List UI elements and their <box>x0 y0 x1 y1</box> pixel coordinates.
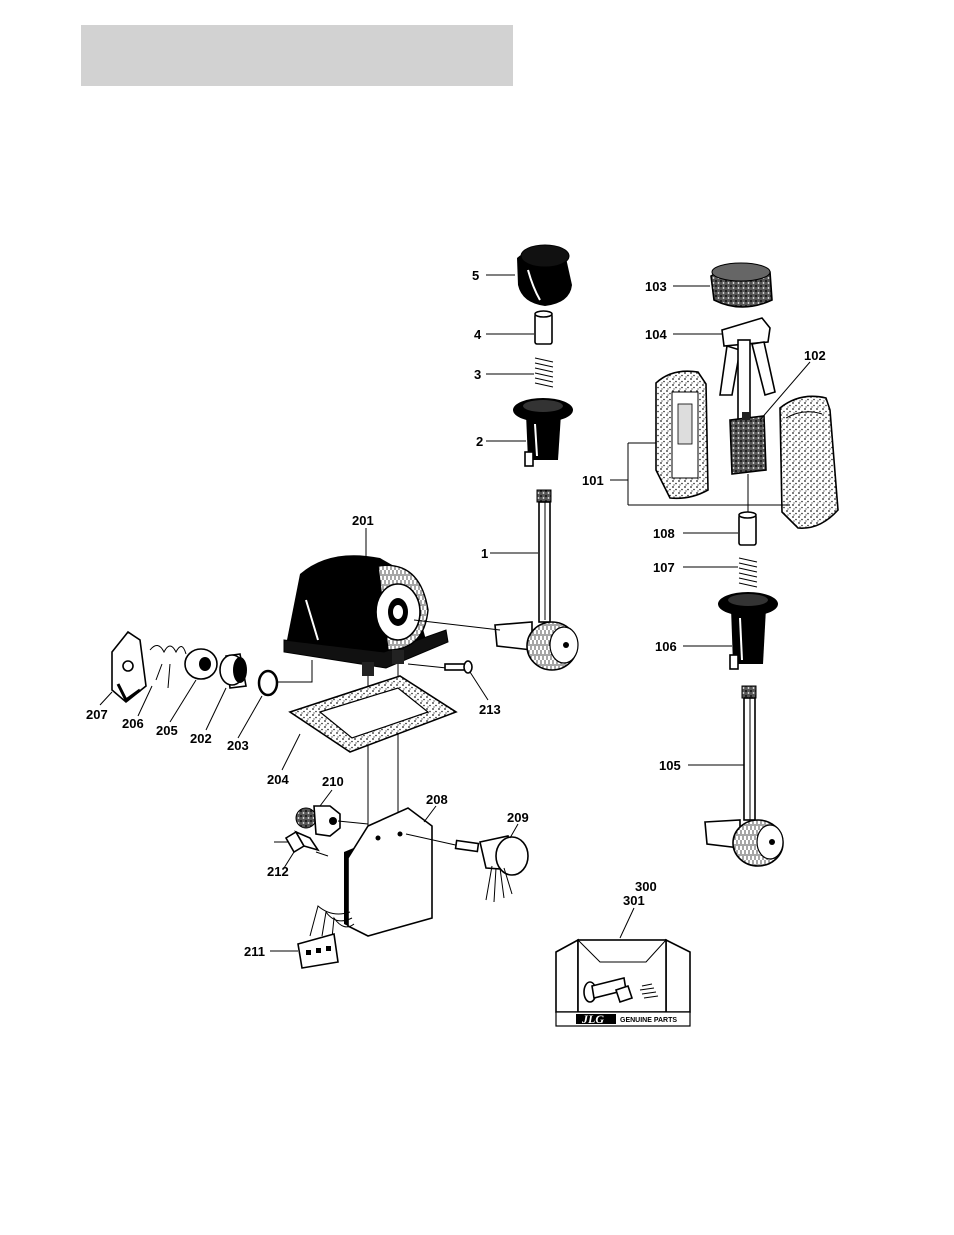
label-part-106: 106 <box>655 639 677 654</box>
cap-part-103 <box>711 263 772 307</box>
label-part-301: 301 <box>623 893 645 908</box>
label-part-209: 209 <box>507 810 529 825</box>
label-part-107: 107 <box>653 560 675 575</box>
label-part-3: 3 <box>474 367 481 382</box>
label-part-201: 201 <box>352 513 374 528</box>
clip-part-212 <box>274 832 328 856</box>
spring-part-3 <box>535 356 553 388</box>
gasket-part-204 <box>290 676 456 752</box>
label-part-101: 101 <box>582 473 604 488</box>
label-part-203: 203 <box>227 738 249 753</box>
label-part-1: 1 <box>481 546 488 561</box>
label-part-300: 300 <box>635 879 657 894</box>
handle-left-half-part-101 <box>656 371 708 498</box>
collar-part-106 <box>718 592 778 669</box>
label-part-205: 205 <box>156 723 178 738</box>
label-part-211: 211 <box>244 944 265 959</box>
knob-part-5 <box>517 245 572 306</box>
handle-shaft-part-105 <box>705 686 783 866</box>
detent-plate-part-207 <box>112 632 146 702</box>
label-part-4: 4 <box>474 327 482 342</box>
o-ring-part-203 <box>259 671 277 695</box>
label-part-105: 105 <box>659 758 681 773</box>
kit-logo: JLG <box>581 1012 604 1026</box>
handle-shaft-part-1 <box>495 490 578 670</box>
label-part-210: 210 <box>322 774 344 789</box>
gear-part-210 <box>296 806 368 836</box>
bracket-part-104 <box>720 318 775 420</box>
spring-part-107 <box>739 556 757 588</box>
label-part-212: 212 <box>267 864 289 879</box>
bushing-part-108 <box>739 512 756 545</box>
shaft-axis-line <box>414 620 500 630</box>
label-part-104: 104 <box>645 327 667 342</box>
collar-part-2 <box>513 398 573 466</box>
parts-kit-box: JLG GENUINE PARTS <box>556 940 690 1026</box>
circuit-board-part-208 <box>344 808 460 936</box>
leader-lines <box>100 275 810 951</box>
label-part-208: 208 <box>426 792 448 807</box>
kit-brand-label: GENUINE PARTS <box>620 1017 677 1024</box>
screw-part-213 <box>445 661 472 673</box>
label-part-206: 206 <box>122 716 144 731</box>
label-part-102: 102 <box>804 348 826 363</box>
torsion-spring-part-206 <box>150 645 186 688</box>
label-part-103: 103 <box>645 279 667 294</box>
label-part-204: 204 <box>267 772 289 787</box>
bushing-part-4 <box>535 311 552 344</box>
label-part-108: 108 <box>653 526 675 541</box>
part-labels: 5 4 3 2 1 103 104 102 101 108 107 106 10… <box>86 268 826 959</box>
potentiometer-part-209 <box>456 836 528 902</box>
bearing-part-202 <box>220 654 247 688</box>
switch-part-102 <box>730 412 766 515</box>
handle-right-half-part-101 <box>780 396 838 528</box>
label-part-213: 213 <box>479 702 501 717</box>
ring-leader-line <box>276 660 312 682</box>
washer-part-205 <box>185 649 217 679</box>
label-part-207: 207 <box>86 707 108 722</box>
housing-part-201 <box>284 555 448 676</box>
label-part-202: 202 <box>190 731 212 746</box>
label-part-5: 5 <box>472 268 479 283</box>
label-part-2: 2 <box>476 434 483 449</box>
